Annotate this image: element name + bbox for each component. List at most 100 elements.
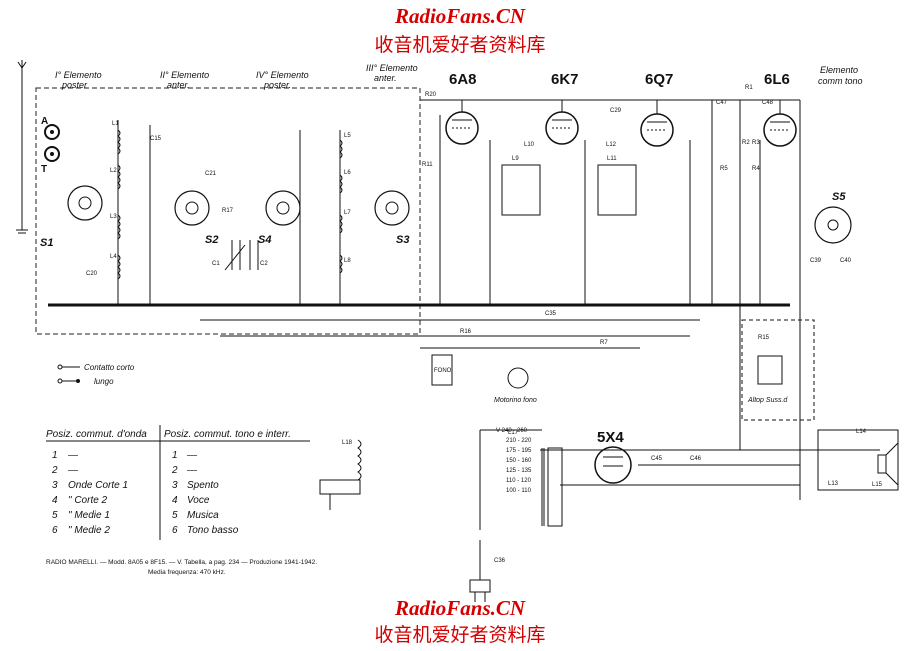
res-r7: R7 xyxy=(600,340,608,346)
speaker-outline xyxy=(741,319,815,421)
element-2-label: II° Elemento xyxy=(160,70,209,80)
row-num-tone: 2 xyxy=(171,465,178,476)
tube-6l6: 6L6 xyxy=(763,71,797,147)
row-wave: — xyxy=(67,450,79,461)
row-num-tone: 5 xyxy=(172,510,178,521)
cap-c47: C47 xyxy=(716,100,728,106)
cap-c21: C21 xyxy=(205,171,217,177)
row-tone: Musica xyxy=(187,510,219,521)
res-r4: R4 xyxy=(752,166,760,172)
cap-c29: C29 xyxy=(610,108,622,114)
element-1-label: I° Elemento xyxy=(55,70,102,80)
coil-l15: L15 xyxy=(872,482,883,488)
element-2-sub: anter. xyxy=(167,80,190,90)
tone-switch-s5: S5 xyxy=(814,191,852,244)
row-tone: Tono basso xyxy=(187,525,239,536)
coil-l7: L7 xyxy=(344,210,351,216)
table-row: 3 Onde Corte 1 3 Spento xyxy=(52,480,219,491)
tap-3: 150 - 160 xyxy=(506,458,532,464)
wave-switch-s3: S3 xyxy=(374,190,410,246)
phono-label: FONO xyxy=(434,368,452,374)
ext-speaker-label: Altop Suss.d xyxy=(747,397,788,404)
element-4-label: IV° Elemento xyxy=(256,70,309,80)
wave-switch-s2: S2 xyxy=(174,190,218,246)
power-transformer xyxy=(479,429,563,530)
voltage-tap-labels: V 240 - 260 210 - 220 175 - 195 150 - 16… xyxy=(496,428,532,494)
resistor-labels: R1 R2 R3 R4 R5 R7 R11 R15 R16 R17 R20 xyxy=(222,85,770,346)
tube-6a8-label: 6A8 xyxy=(449,71,477,88)
tap-0: V 240 - 260 xyxy=(496,428,528,434)
cap-c35: C35 xyxy=(545,311,557,317)
row-wave: Onde Corte 1 xyxy=(68,480,128,491)
table-header-wave: Posiz. commut. d'onda xyxy=(46,429,147,440)
tube-6q7-label: 6Q7 xyxy=(645,71,673,88)
terminal-t-label: T xyxy=(41,164,47,175)
wave-switch-s1: S1 xyxy=(40,185,103,249)
row-wave: " Medie 2 xyxy=(68,525,110,536)
cap-c48: C48 xyxy=(762,100,774,106)
ext-speaker-socket: Altop Suss.d xyxy=(747,355,788,404)
coil-l6: L6 xyxy=(344,170,351,176)
row-tone: Voce xyxy=(187,495,210,506)
coil-l3: L3 xyxy=(110,214,117,220)
element-3-label: III° Elemento xyxy=(366,63,418,73)
watermark-chinese-bottom: 收音机爱好者资料库 xyxy=(374,624,546,646)
row-num-tone: 6 xyxy=(172,525,178,536)
coil-l11: L11 xyxy=(607,156,617,162)
cap-c15: C15 xyxy=(150,136,162,142)
mains-plug xyxy=(469,540,491,602)
coil-l10: L10 xyxy=(524,142,535,148)
table-row: 6 " Medie 2 6 Tono basso xyxy=(52,525,239,536)
res-r3: R3 xyxy=(752,140,760,146)
coil-l18: L18 xyxy=(342,440,353,446)
coil-stack-1 xyxy=(117,120,151,305)
phono-motor-label: Motorino fono xyxy=(494,397,537,404)
cap-c40: C40 xyxy=(840,258,852,264)
coil-l13: L13 xyxy=(828,481,839,487)
cap-c39: C39 xyxy=(810,258,822,264)
tap-6: 100 - 110 xyxy=(506,488,532,494)
terminal-a-label: A xyxy=(41,116,48,127)
res-r11: R11 xyxy=(422,162,433,168)
coil-l4: L4 xyxy=(110,254,117,260)
switch-s4-label: S4 xyxy=(258,234,271,246)
table-row: 2 — 2 — xyxy=(51,465,198,476)
tube-5x4: 5X4 xyxy=(594,429,632,484)
res-r17: R17 xyxy=(222,208,234,214)
cap-c46: C46 xyxy=(690,456,702,462)
tuning-capacitor-gang: C1 C2 xyxy=(212,240,268,271)
tap-5: 110 - 120 xyxy=(506,478,532,484)
coil-stack-2 xyxy=(299,130,343,305)
row-num: 4 xyxy=(52,495,58,506)
element-tone-label: Elemento xyxy=(820,65,858,75)
watermark-site-bottom: RadioFans.CN xyxy=(394,596,526,620)
switch-s5-label: S5 xyxy=(832,191,846,203)
row-tone: — xyxy=(186,465,198,476)
element-1-sub: poster xyxy=(61,80,88,90)
row-wave: — xyxy=(67,465,79,476)
row-wave: " Medie 1 xyxy=(68,510,110,521)
table-row: 5 " Medie 1 5 Musica xyxy=(52,510,219,521)
coil-l12: L12 xyxy=(606,142,617,148)
element-tone-sub: comm tono xyxy=(818,76,863,86)
res-r1: R1 xyxy=(745,85,753,91)
watermark-chinese-top: 收音机爱好者资料库 xyxy=(374,34,546,56)
watermark-site-top: RadioFans.CN xyxy=(394,4,526,28)
tube-6k7-label: 6K7 xyxy=(551,71,579,88)
cap-c45: C45 xyxy=(651,456,663,462)
coil-l9: L9 xyxy=(512,156,519,162)
res-r15: R15 xyxy=(758,335,770,341)
coil-l5: L5 xyxy=(344,133,351,139)
tap-2: 175 - 195 xyxy=(506,448,532,454)
cap-c2: C2 xyxy=(260,261,268,267)
res-r5: R5 xyxy=(720,166,728,172)
row-tone: — xyxy=(186,450,198,461)
element-3-sub: anter. xyxy=(374,73,397,83)
coil-l17: L17 xyxy=(508,430,519,436)
capacitor-labels: C29 C47 C48 C45 C46 C36 C35 C15 C20 C21 … xyxy=(86,100,852,564)
coil-l14: L14 xyxy=(856,429,867,435)
if-transformer-2 xyxy=(597,164,637,216)
wave-switch-table: Posiz. commut. d'onda Posiz. commut. ton… xyxy=(46,425,310,540)
loudspeaker xyxy=(817,429,899,491)
